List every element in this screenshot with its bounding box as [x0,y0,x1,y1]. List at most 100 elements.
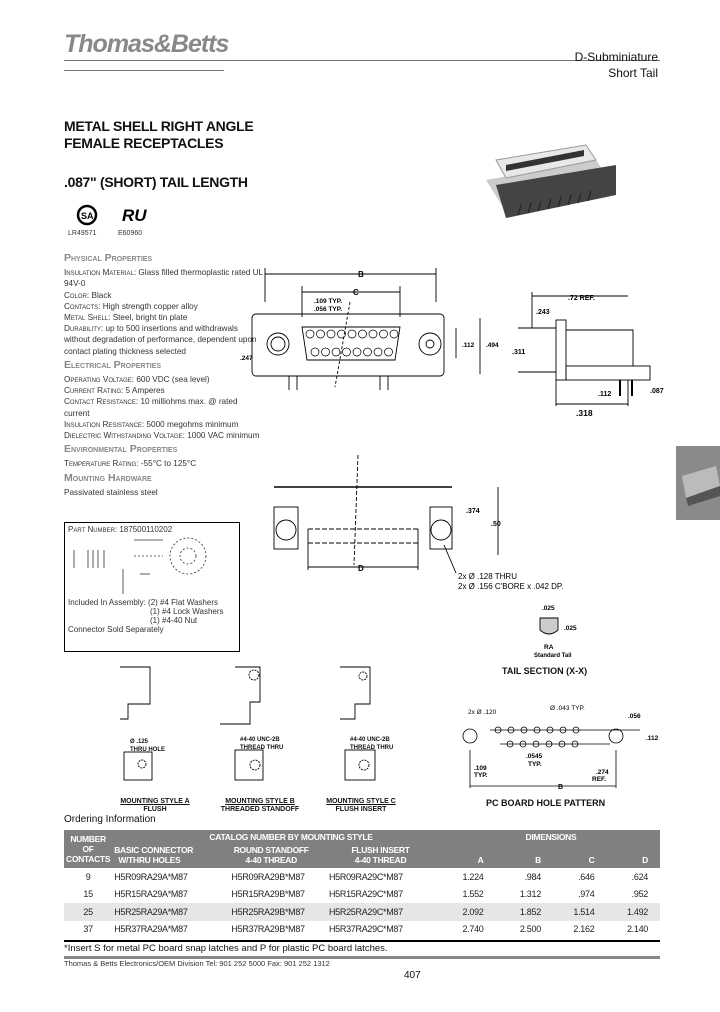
included-hardware: (1) #4 Lock Washers [150,607,224,616]
contact-pin [337,329,346,339]
contact-pin [321,347,330,357]
contact-pin [379,329,388,339]
properties-section: Physical Properties Insulation Material:… [64,250,264,498]
dim-tail-h: .025 [564,625,577,632]
svg-text:RU: RU [122,206,147,225]
pcb-hole [507,726,515,734]
dim-109-typ: TYP. [474,772,488,779]
environmental-heading: Environmental Properties [64,443,178,456]
pcb-hole [520,726,528,734]
property: Color: Black [64,290,112,300]
physical-heading: Physical Properties [64,252,153,264]
dim-274-ref: REF. [592,776,606,783]
dim-50: .50 [491,521,501,528]
part-number: 187500110202 [119,525,173,534]
dim-c: C [353,288,359,297]
hole-callout: 2x Ø .128 THRU [458,572,517,581]
ul-logo-icon: RU [122,206,147,229]
tail-standard: Standard Tail [534,653,572,659]
ordering-title: Ordering Information [64,814,156,825]
pcb-hole [519,740,527,748]
hardware-box: Part Number: 187500110202 Included In As… [64,522,240,652]
thomas-betts-logo: Thomas&Betts [64,30,229,58]
pcb-hole [494,726,502,734]
dim-0545: .0545 [526,753,543,760]
dim-243: .243 [536,309,550,316]
dim-311: .311 [512,349,525,356]
included-hardware: Included In Assembly: (2) #4 Flat Washer… [68,598,218,607]
title-line-2: FEMALE RECEPTACLES [64,135,224,151]
dim-b: B [558,784,563,791]
pcb-hole [558,740,566,748]
property: Metal Shell: Steel, bright tin plate [64,313,188,323]
ordering-footnote: *Insert S for metal PC board snap latche… [64,940,660,959]
svg-text:SA: SA [81,211,94,221]
header-rule [64,70,224,71]
pcb-hole [532,740,540,748]
property: Current Rating: 5 Amperes [64,386,165,396]
pcb-hole [506,740,514,748]
title-line-1: METAL SHELL RIGHT ANGLE [64,118,254,134]
mounting-note: Passivated stainless steel [64,487,158,497]
hardware-drawing [73,537,207,594]
dim-typ2: .056 TYP. [314,306,342,313]
dim-112: .112 [462,342,475,349]
ul-code: E60960 [118,230,143,237]
contact-pin [310,347,320,357]
dim-112: .112 [646,735,659,742]
dim-d: D [358,564,364,573]
product-photo [466,120,666,225]
pcb-hole [571,740,579,748]
section-tab-thumbnail [676,446,720,520]
mounting-heading: Mounting Hardware [64,471,152,484]
contact-pin [316,329,325,339]
dim-112: .112 [598,391,611,398]
tail-section-caption: TAIL SECTION (X-X) [502,666,588,676]
dim-b: B [358,270,364,279]
contact-pin [347,329,357,339]
dim-318: .318 [576,408,593,418]
pcb-caption: PC BOARD HOLE PATTERN [486,798,606,808]
hole-callout: 2x Ø .156 C'BORE x .042 DP. [458,582,563,591]
subcategory-label: Short Tail [608,66,658,80]
pcb-hole [545,740,553,748]
contact-pin [326,329,336,339]
pcb-hole [533,726,541,734]
electrical-heading: Electrical Properties [64,358,162,371]
col-basic: BASIC CONNECTOR W/THRU HOLES [114,845,194,865]
tail-section-drawing: .025 .025 RA Standard Tail [534,605,577,659]
pcb-pin-callout: Ø .043 TYP. [550,705,585,712]
dim-typ1: .109 TYP. [314,298,342,305]
col-d: D [642,855,648,865]
property: Contacts: High strength copper alloy [64,301,198,311]
contact-pin [373,347,383,357]
dim-374: .374 [466,508,480,515]
dim-056: .056 [628,713,641,720]
page-title: METAL SHELL RIGHT ANGLE FEMALE RECEPTACL… [64,118,254,152]
page-number: 407 [404,970,421,981]
property: Insulation Material: Glass filled thermo… [64,268,263,289]
pcb-hole [559,726,567,734]
category-label: D-Subminiature [574,50,658,64]
pcb-hole [546,726,554,734]
contact-pin [368,329,378,339]
dim-109: .109 [474,765,487,772]
csa-logo-icon: SA [76,204,98,231]
catalog-group-header: CATALOG NUMBER BY MOUNTING STYLE [209,832,373,842]
pcb-hole [572,726,580,734]
dimensions-group-header: DIMENSIONS [525,832,577,842]
tail-ra: RA [544,644,554,651]
col-c: C [588,855,595,865]
contact-pin [331,347,341,357]
